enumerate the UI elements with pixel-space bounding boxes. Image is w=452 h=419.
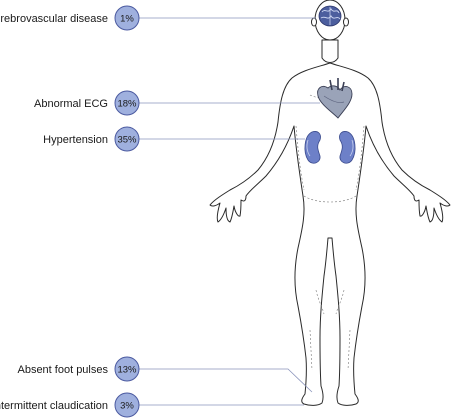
callout-label: Cerebrovascular disease bbox=[0, 13, 108, 25]
leader-foot-pulses bbox=[138, 368, 313, 393]
percentage-badge bbox=[114, 126, 140, 152]
brain-icon bbox=[318, 5, 342, 27]
percentage-badge bbox=[114, 90, 140, 116]
percentage-badge bbox=[114, 5, 140, 31]
percentage-badge bbox=[114, 356, 140, 382]
callout-abnormal-ecg: Abnormal ECG 18% bbox=[34, 90, 140, 116]
callout-label: Hypertension bbox=[43, 134, 108, 146]
percentage-value: 3% bbox=[120, 401, 134, 412]
callout-label: Intermittent claudication bbox=[0, 400, 108, 412]
kidney-icon-left bbox=[304, 131, 321, 164]
percentage-value: 1% bbox=[120, 14, 134, 25]
callout-cerebrovascular-disease: Cerebrovascular disease 1% bbox=[0, 5, 140, 31]
callout-absent-foot-pulses: Absent foot pulses 13% bbox=[17, 356, 140, 382]
human-body-outline bbox=[209, 0, 451, 406]
callout-label: Abnormal ECG bbox=[34, 98, 108, 110]
callout-intermittent-claudication: Intermittent claudication 3% bbox=[0, 392, 140, 418]
callout-hypertension: Hypertension 35% bbox=[43, 126, 140, 152]
kidney-icon-right bbox=[339, 131, 356, 164]
callout-label: Absent foot pulses bbox=[17, 364, 108, 376]
heart-icon bbox=[317, 78, 353, 119]
percentage-value: 18% bbox=[117, 99, 137, 110]
percentage-badge bbox=[114, 392, 140, 418]
body-silhouette bbox=[209, 53, 451, 406]
percentage-value: 13% bbox=[117, 365, 137, 376]
percentage-value: 35% bbox=[117, 135, 137, 146]
